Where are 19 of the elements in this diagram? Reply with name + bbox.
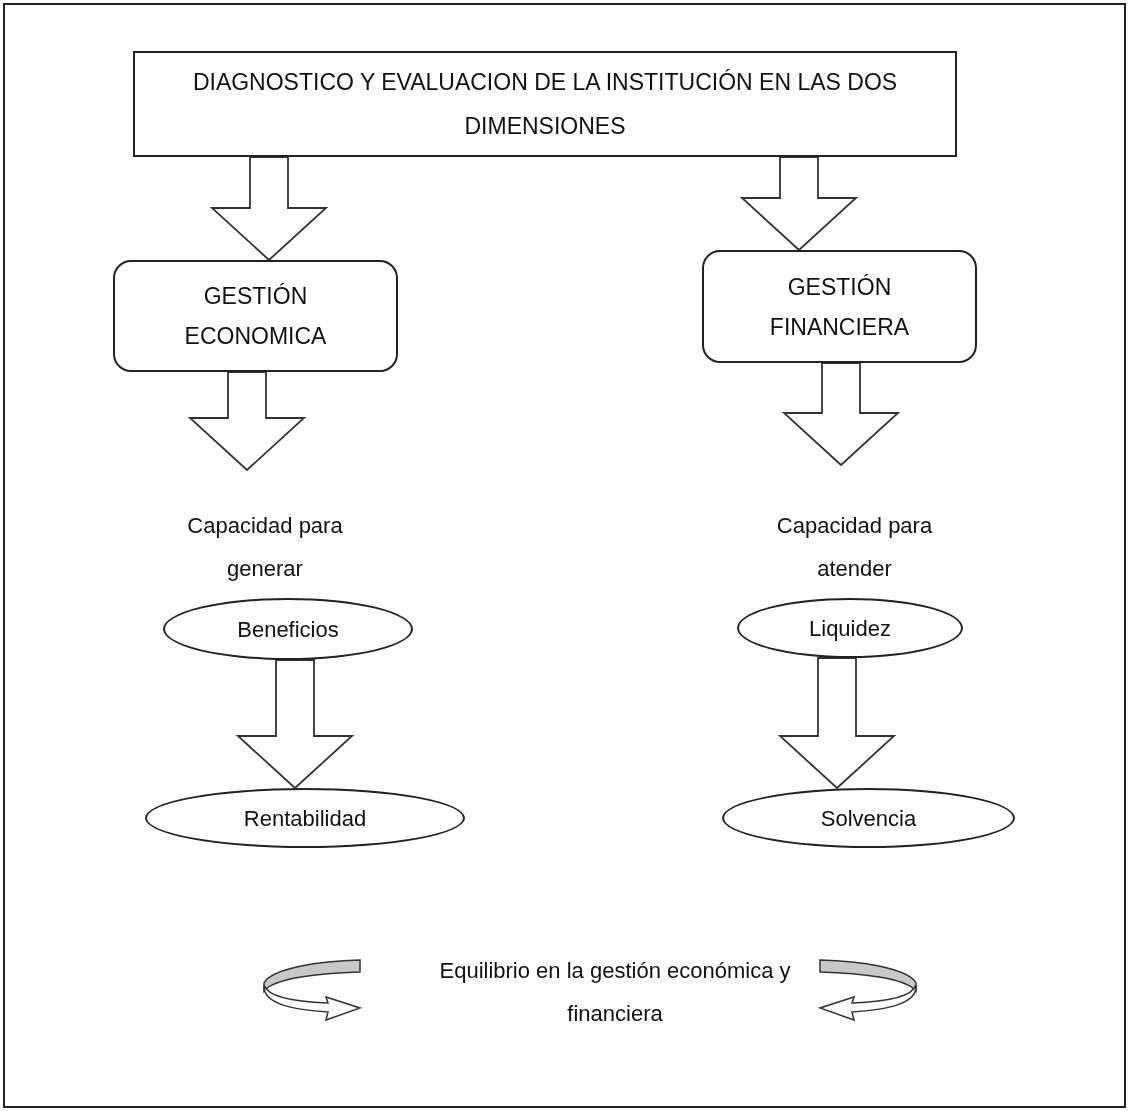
- node-label: Capacidad para generar: [186, 512, 344, 583]
- box-title: GESTIÓN ECONOMICA: [183, 282, 328, 351]
- block-arrow: [781, 362, 901, 467]
- block-arrow: [739, 156, 859, 252]
- node-label: Equilibrio en la gestión económica y financiera: [438, 957, 792, 1028]
- node-label: Rentabilidad: [242, 804, 368, 833]
- block-arrow: [777, 657, 897, 790]
- block-arrow: [187, 371, 307, 472]
- node-label: Beneficios: [236, 615, 340, 644]
- node-label: Capacidad para atender: [775, 512, 934, 583]
- node-label: Liquidez: [808, 614, 892, 643]
- process-box: [702, 250, 977, 363]
- box-title: GESTIÓN FINANCIERA: [768, 272, 911, 342]
- block-arrow: [209, 156, 329, 262]
- process-box: [133, 51, 957, 157]
- process-box: [113, 260, 398, 372]
- node-label: Solvencia: [819, 804, 918, 833]
- box-title: DIAGNOSTICO Y EVALUACION DE LA INSTITUCIÓN EN LAS DOS DIMENSIONES: [191, 68, 899, 141]
- block-arrow: [235, 659, 355, 790]
